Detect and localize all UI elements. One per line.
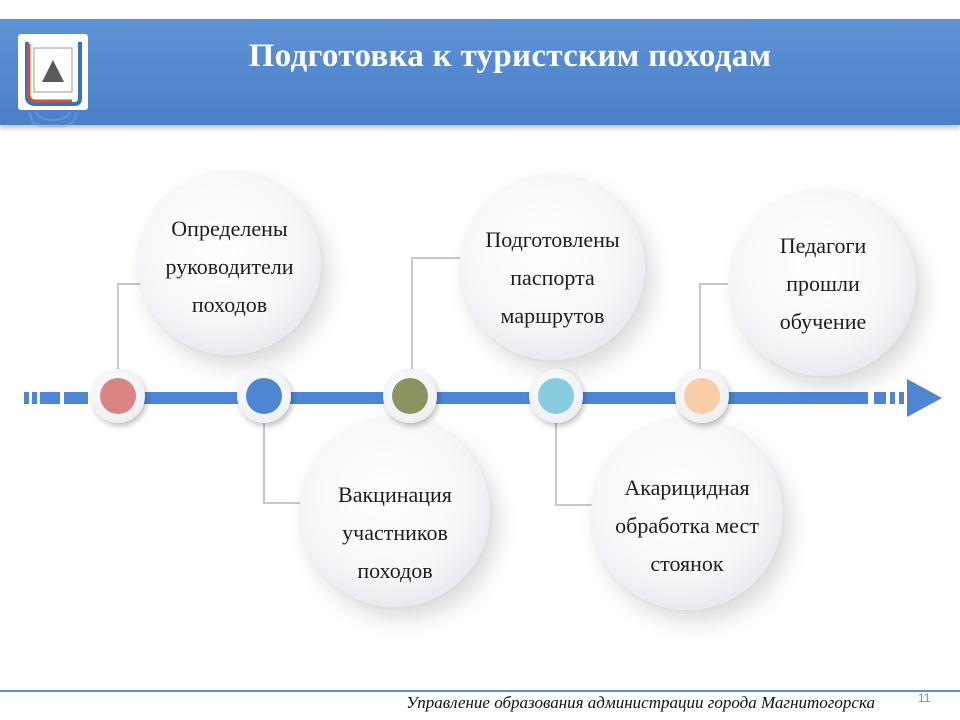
- bubble-line: Подготовлены: [485, 227, 620, 252]
- timeline-node-4: [529, 369, 583, 423]
- timeline-node-5: [675, 369, 729, 423]
- connector-line: [411, 257, 460, 370]
- connector-line: [555, 420, 596, 506]
- page-number: 11: [918, 691, 931, 705]
- header-bar: [0, 19, 960, 125]
- step-bubble-1: Определены руководители походов: [138, 172, 321, 355]
- bubble-line: маршрутов: [500, 303, 605, 328]
- logo-reflection: [18, 110, 88, 130]
- timeline-dash: [24, 392, 29, 404]
- step-bubble-2: Вакцинация участников походов: [300, 417, 490, 607]
- timeline-dash: [40, 392, 60, 404]
- timeline-dash: [874, 392, 886, 404]
- footer-organization: Управление образования администрации гор…: [406, 693, 875, 712]
- bubble-line: Акарицидная: [624, 475, 750, 500]
- node-dot: [100, 378, 136, 414]
- bubble-line: Вакцинация: [338, 482, 452, 507]
- node-dot: [246, 378, 282, 414]
- bubble-line: паспорта: [510, 265, 595, 290]
- connector-line: [699, 283, 728, 370]
- timeline-dash: [899, 392, 904, 404]
- timeline-dash: [890, 392, 895, 404]
- node-dot: [538, 378, 574, 414]
- connector-line: [117, 283, 142, 370]
- bubble-line: Определены: [171, 216, 288, 241]
- timeline-bar: [92, 392, 868, 404]
- bubble-line: руководители: [165, 254, 294, 279]
- timeline-node-1: [91, 369, 145, 423]
- timeline-dash: [64, 392, 88, 404]
- bubble-line: обработка мест: [615, 513, 759, 538]
- node-dot: [684, 378, 720, 414]
- step-bubble-4: Акарицидная обработка мест стоянок: [591, 418, 783, 610]
- coat-of-arms-icon: [18, 34, 88, 110]
- step-bubble-3: Подготовлены паспорта маршрутов: [460, 175, 645, 360]
- bubble-line: стоянок: [650, 551, 724, 576]
- bubble-line: походов: [357, 558, 433, 583]
- bubble-line: участников: [342, 520, 448, 545]
- bubble-line: обучение: [779, 309, 867, 334]
- footer-divider: [0, 690, 960, 692]
- step-bubble-5: Педагоги прошли обучение: [730, 190, 916, 376]
- timeline-node-3: [383, 369, 437, 423]
- arrow-right-icon: [907, 379, 942, 417]
- timeline-dash: [32, 392, 37, 404]
- slide-title: Подготовка к туристским походам: [248, 38, 772, 74]
- node-dot: [392, 378, 428, 414]
- connector-line: [263, 420, 300, 504]
- bubble-line: прошли: [786, 271, 860, 296]
- timeline-node-2: [237, 369, 291, 423]
- bubble-line: Педагоги: [779, 233, 867, 258]
- bubble-line: походов: [191, 292, 268, 317]
